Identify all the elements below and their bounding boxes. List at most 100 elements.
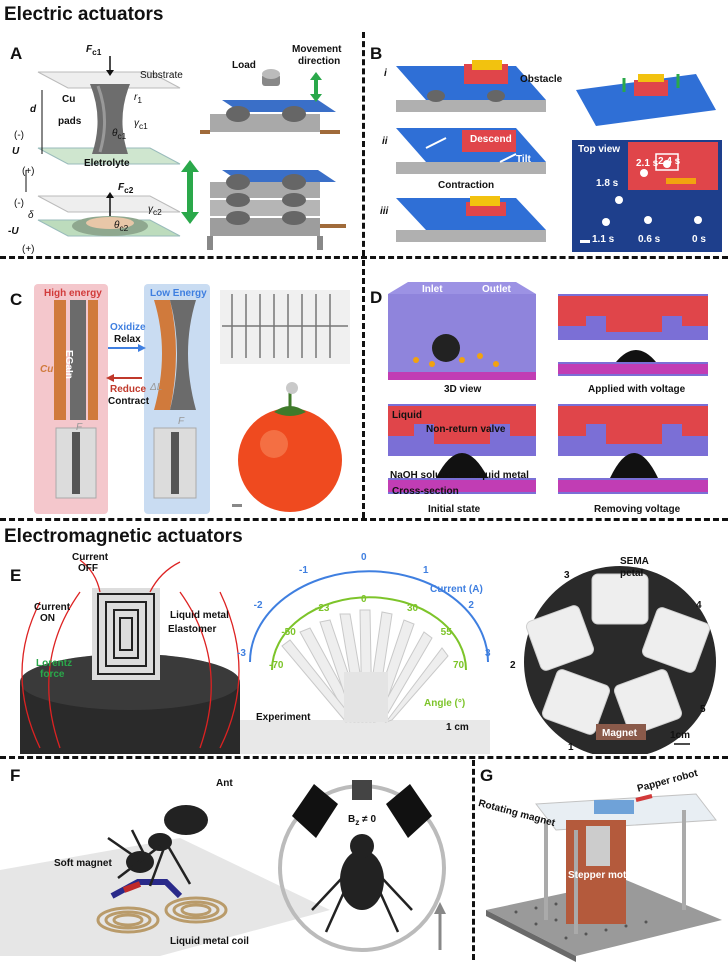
label-d: d xyxy=(30,104,37,115)
theta2-symbol: θ xyxy=(114,220,120,231)
panel-d: D Inlet Outlet 3D view Applied with volt… xyxy=(366,260,728,518)
label-load: Load xyxy=(232,60,256,71)
label-time-1-8: 1.8 s xyxy=(596,178,619,189)
angle-tick-4: 30 xyxy=(407,602,419,614)
label-current-off-2: OFF xyxy=(78,563,98,574)
label-magnet: Magnet xyxy=(602,728,637,739)
divider-row1 xyxy=(0,256,728,259)
panel-c-illustration xyxy=(34,284,350,514)
label-contract: Contract xyxy=(108,396,150,407)
fc2-sub: c2 xyxy=(124,185,134,195)
panel-letter-e: E xyxy=(10,566,22,585)
label-electrolyte: Eletrolyte xyxy=(84,158,130,169)
label-theta2: θc2 xyxy=(114,220,128,234)
label-reduce: Reduce xyxy=(110,384,147,395)
label-contraction: Contraction xyxy=(438,180,495,191)
label-top-view: Top view xyxy=(578,144,621,155)
panel-e-illustration xyxy=(20,559,716,754)
fc1-sub: c1 xyxy=(92,47,102,57)
label-substrate: Substrate xyxy=(140,70,183,81)
label-step-ii: ii xyxy=(382,136,388,147)
label-non-return-valve: Non-return valve xyxy=(426,424,506,435)
label-delta-l: ΔL xyxy=(150,382,163,393)
current-tick-6: 3 xyxy=(485,648,491,659)
angle-tick-6: 70 xyxy=(453,660,465,671)
label-minus-u: -U xyxy=(8,226,19,237)
current-tick-1: -2 xyxy=(253,600,263,611)
panel-letter-b: B xyxy=(370,44,383,63)
label-current-on-2: ON xyxy=(40,613,55,624)
gamma1-symbol: γ xyxy=(134,118,139,129)
label-plus-2: (+) xyxy=(22,244,35,255)
label-time-0: 0 s xyxy=(692,234,706,245)
label-petal-3: 3 xyxy=(564,570,570,581)
panel-letter-d: D xyxy=(370,288,383,307)
label-removing-voltage: Removing voltage xyxy=(594,504,681,515)
panel-b: B i ii i xyxy=(366,30,728,256)
panel-f: F Ant Soft magnet Liquid metal coil Bz ≠ xyxy=(0,760,470,962)
label-elastomer: Elastomer xyxy=(168,624,217,635)
label-low-energy: Low Energy xyxy=(150,288,207,299)
label-petal-2: 2 xyxy=(510,660,516,671)
panel-f-illustration xyxy=(0,780,446,956)
label-tilt: Tilt xyxy=(516,154,531,165)
label-pads: pads xyxy=(58,116,82,127)
label-bz: Bz ≠ 0 xyxy=(348,814,376,827)
angle-tick-3: 0 xyxy=(361,594,367,605)
label-high-energy: High energy xyxy=(44,288,102,299)
label-naoh: NaOH solution xyxy=(390,470,460,481)
label-egain: EGaIn xyxy=(63,350,74,379)
theta1-sub: c1 xyxy=(117,131,127,141)
panel-letter-c: C xyxy=(10,290,23,309)
theta2-sub: c2 xyxy=(119,223,129,233)
label-liquid-metal: Liquid metal xyxy=(470,470,529,481)
label-minus-1: (-) xyxy=(14,130,24,141)
angle-tick-0: -70 xyxy=(269,660,284,671)
panel-b-illustration xyxy=(396,60,722,252)
label-current-axis: Current (A) xyxy=(430,584,483,595)
label-minus-2: (-) xyxy=(14,198,24,209)
panel-a: A xyxy=(0,30,360,256)
panel-letter-a: A xyxy=(10,44,23,63)
divider-row3 xyxy=(0,756,728,759)
panel-letter-f: F xyxy=(10,766,21,785)
label-lorentz-1: Lorentz xyxy=(36,658,73,669)
label-gamma1: γc1 xyxy=(134,118,148,132)
label-delta: δ xyxy=(28,210,34,221)
label-outlet: Outlet xyxy=(482,284,511,295)
label-plus-1: (+) xyxy=(22,166,35,177)
label-experiment: Experiment xyxy=(256,712,311,723)
label-liquid-metal-e: Liquid metal xyxy=(170,610,229,621)
label-applied-voltage: Applied with voltage xyxy=(588,384,686,395)
label-sema-1: SEMA xyxy=(620,556,649,567)
label-inlet: Inlet xyxy=(422,284,443,295)
label-soft-magnet: Soft magnet xyxy=(54,858,112,869)
label-force-f2: F xyxy=(178,416,185,427)
label-current-on-1: Current xyxy=(34,602,71,613)
section-title-electric: Electric actuators xyxy=(4,4,164,25)
panel-d-illustration xyxy=(388,282,708,494)
label-cu-c: Cu xyxy=(40,364,54,375)
label-u: U xyxy=(12,146,20,157)
angle-tick-1: -50 xyxy=(281,627,296,638)
gamma2-sub: c2 xyxy=(153,207,162,217)
divider-fg xyxy=(472,760,475,960)
angle-tick-2: -23 xyxy=(315,602,330,614)
current-tick-2: -1 xyxy=(299,564,308,576)
label-force-f1: F xyxy=(76,422,83,433)
label-time-2-4: 2.4 s xyxy=(658,156,681,167)
bz-rest: ≠ 0 xyxy=(359,814,377,825)
label-cu: Cu xyxy=(62,94,76,105)
fc1-symbol: F xyxy=(86,44,93,55)
theta1-symbol: θ xyxy=(112,128,118,139)
label-fc2: Fc2 xyxy=(118,182,133,195)
section-title-electromagnetic: Electromagnetic actuators xyxy=(4,526,243,547)
label-obstacle: Obstacle xyxy=(520,74,563,85)
label-step-i: i xyxy=(384,68,387,79)
label-gamma2: γc2 xyxy=(148,204,162,218)
label-ant: Ant xyxy=(216,778,233,789)
label-lm-coil: Liquid metal coil xyxy=(170,936,249,947)
angle-tick-5: 55 xyxy=(440,627,452,638)
current-tick-0: -3 xyxy=(237,648,246,659)
label-lorentz-2: force xyxy=(40,669,65,680)
